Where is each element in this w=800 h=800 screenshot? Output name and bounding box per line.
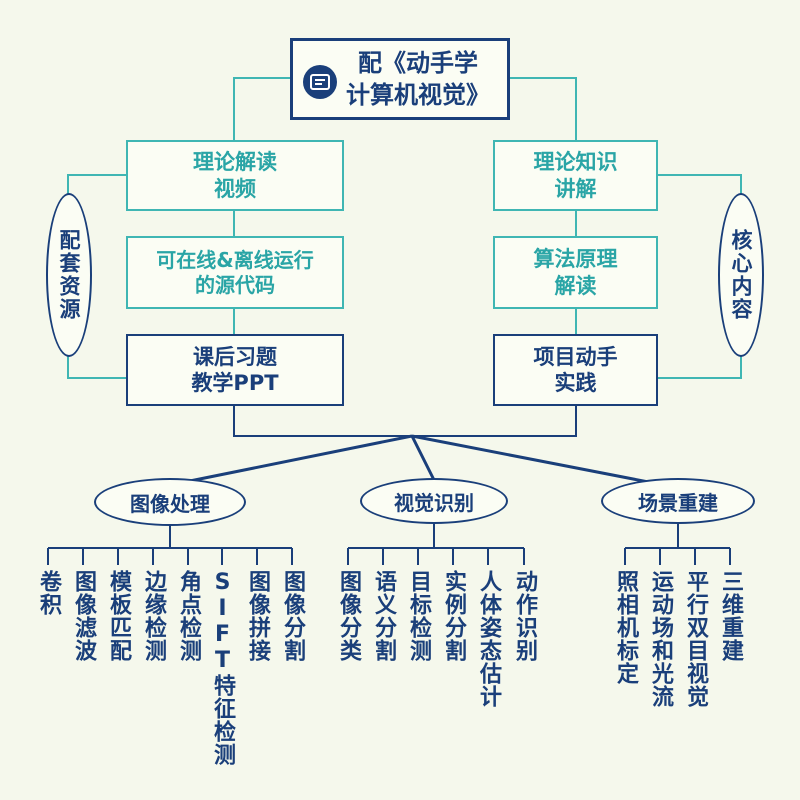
leaf-item: 卷积	[36, 570, 61, 616]
leaf-item: 图像分割	[280, 570, 305, 662]
category-label: 视觉识别	[394, 490, 474, 515]
book-icon	[303, 65, 337, 99]
leaf-item: 语义分割	[371, 570, 396, 662]
category-oval-3: 场景重建	[601, 478, 755, 524]
leaf-item: 目标检测	[406, 570, 431, 662]
category-label: 场景重建	[638, 490, 718, 515]
leaf-item: 三维重建	[718, 570, 743, 662]
leaf-item: 角点检测	[176, 570, 201, 662]
title-box: 配《动手学 计算机视觉》	[290, 38, 510, 120]
category-label: 图像处理	[130, 491, 210, 516]
category-oval-1: 图像处理	[94, 478, 246, 526]
leaf-item: 动作识别	[512, 570, 537, 662]
leaf-item: 图像分类	[336, 570, 361, 662]
left-group-label: 配套资源	[57, 229, 81, 321]
title-line2: 计算机视觉》	[346, 81, 490, 109]
leaf-item: 照相机标定	[613, 570, 638, 685]
category-oval-2: 视觉识别	[360, 478, 508, 524]
leaf-item: 人体姿态估计	[476, 570, 501, 708]
right-item-3: 项目动手 实践	[493, 334, 658, 406]
leaf-item: 图像拼接	[245, 570, 270, 662]
leaf-item: 实例分割	[441, 570, 466, 662]
left-group-oval: 配套资源	[46, 193, 92, 357]
left-item-2: 可在线&离线运行 的源代码	[126, 236, 344, 309]
leaf-item: 运动场和光流	[648, 570, 673, 708]
leaf-item: 模板匹配	[106, 570, 131, 662]
leaf-item: 边缘检测	[141, 570, 166, 662]
leaf-item: 图像滤波	[71, 570, 96, 662]
left-item-1: 理论解读 视频	[126, 140, 344, 211]
right-item-2: 算法原理 解读	[493, 236, 658, 309]
right-item-1: 理论知识 讲解	[493, 140, 658, 211]
title-line1: 配《动手学	[358, 48, 478, 77]
leaf-item: 平行双目视觉	[683, 570, 708, 708]
leaf-item: SIFT特征检测	[210, 570, 235, 766]
right-group-oval: 核心内容	[718, 193, 764, 357]
left-item-3: 课后习题 教学PPT	[126, 334, 344, 406]
right-group-label: 核心内容	[729, 229, 753, 321]
